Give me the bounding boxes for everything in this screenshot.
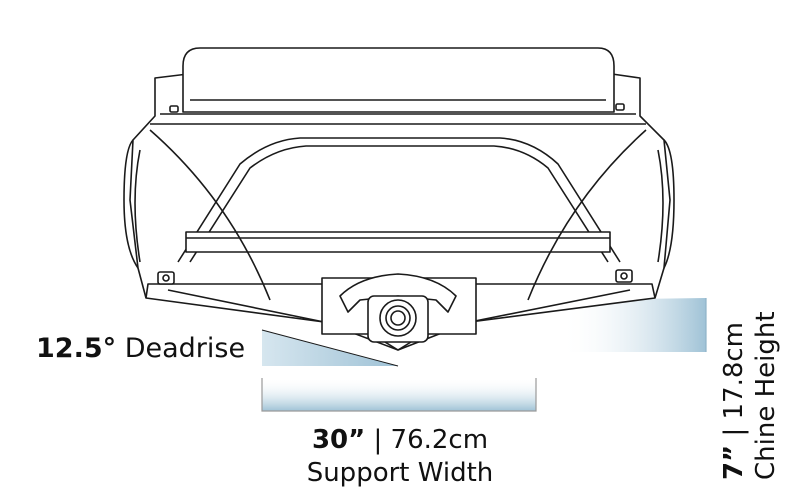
- support-width-text: Support Width: [306, 458, 494, 488]
- chine-height-separator: |: [719, 427, 749, 437]
- support-width-indicator: [261, 378, 537, 412]
- support-width-label: 30” | 76.2cm Support Width: [262, 424, 538, 490]
- chine-height-label: 7” | 17.8cm Chine Height: [718, 311, 782, 480]
- chine-height-text: Chine Height: [751, 311, 781, 480]
- chine-height-indicator: [560, 298, 707, 352]
- deadrise-label: 12.5° Deadrise: [36, 333, 245, 364]
- support-width-separator: |: [373, 425, 383, 455]
- deadrise-text: Deadrise: [124, 333, 246, 364]
- support-width-imperial: 30”: [311, 425, 366, 455]
- deadrise-value: 12.5°: [36, 333, 117, 364]
- chine-height-imperial: 7”: [719, 444, 749, 480]
- boat-hull: [123, 47, 675, 351]
- support-width-metric: 76.2cm: [390, 425, 489, 455]
- chine-height-metric: 17.8cm: [719, 322, 749, 420]
- deadrise-reference-line: [261, 329, 399, 367]
